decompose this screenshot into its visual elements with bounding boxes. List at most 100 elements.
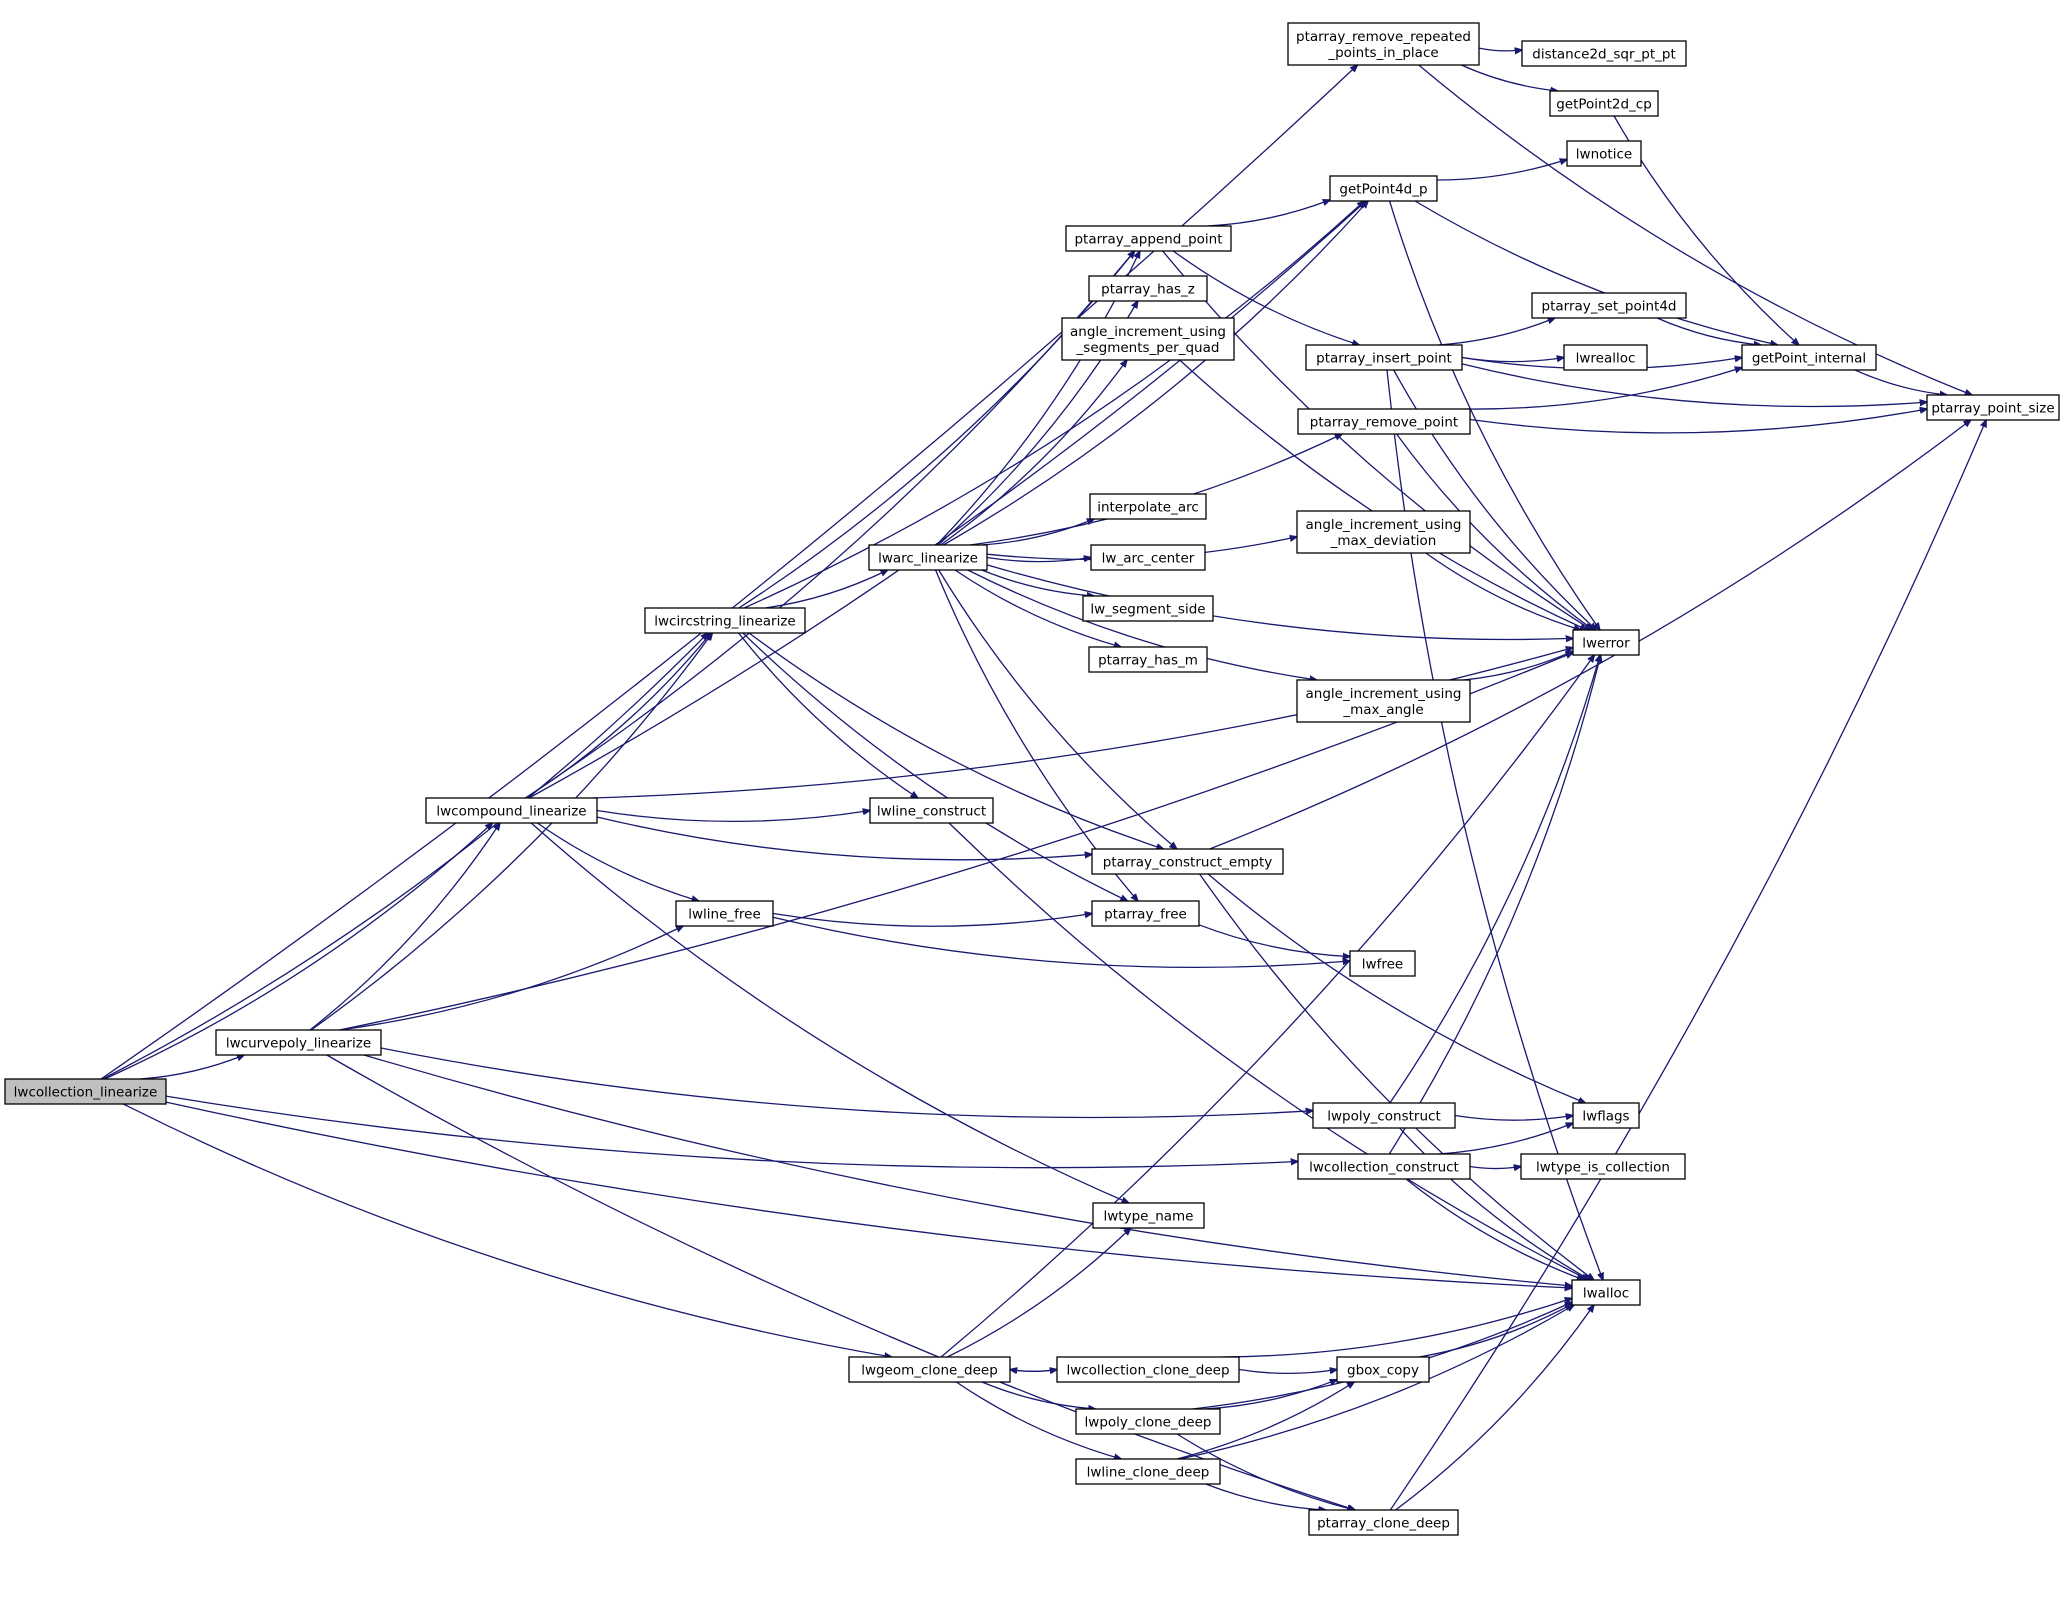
node-label: lwtype_name [1104,1209,1194,1225]
node-box [1741,344,1877,371]
edge-lwarc_linearize-to-getPoint4d_p [943,201,1368,546]
node-lwflags[interactable]: lwflags [1572,1102,1640,1129]
node-angle_increment_using_segments_per_quad[interactable]: angle_increment_using_segments_per_quad [1061,317,1235,361]
node-ptarray_construct_empty[interactable]: ptarray_construct_empty [1091,848,1284,875]
edge-lwarc_linearize-to-lw_segment_side [981,569,1094,596]
edge-ptarray_remove_repeated_points_in_place-to-getPoint2d_cp [1461,64,1557,91]
node-getPoint4d_p[interactable]: getPoint4d_p [1329,175,1438,202]
edge-lwcurvepoly_linearize-to-lwline_free [339,926,683,1031]
edge-lwcollection_construct-to-lwflags [1438,1123,1573,1155]
node-box [644,607,806,634]
edge-lwgeom_clone_deep-to-lwtype_name [947,1228,1130,1358]
node-label: lwfree [1362,957,1403,973]
node-ptarray_free[interactable]: ptarray_free [1091,900,1200,927]
edge-lwcircstring_linearize-to-ptarray_free [742,632,1128,901]
node-box [1336,1356,1430,1383]
node-lwarc_linearize[interactable]: lwarc_linearize [868,544,988,571]
node-lwline_clone_deep[interactable]: lwline_clone_deep [1075,1458,1221,1485]
node-ptarray_append_point[interactable]: ptarray_append_point [1065,225,1232,252]
node-ptarray_insert_point[interactable]: ptarray_insert_point [1305,344,1463,371]
node-lwgeom_clone_deep[interactable]: lwgeom_clone_deep [848,1356,1011,1383]
node-lwcollection_construct[interactable]: lwcollection_construct [1297,1153,1471,1180]
node-label: ptarray_construct_empty [1103,855,1272,871]
node-label: lwcurvepoly_linearize [226,1036,371,1052]
node-lwtype_is_collection[interactable]: lwtype_is_collection [1520,1153,1686,1180]
edge-lwcurvepoly_linearize-to-lwcircstring_linearize [310,633,712,1031]
node-lwrealloc[interactable]: lwrealloc [1563,344,1648,371]
node-label: ptarray_free [1104,907,1187,923]
edge-lwcircstring_linearize-to-ptarray_append_point [738,251,1135,609]
node-label: lwarc_linearize [878,551,978,567]
edge-lwgeom_clone_deep-to-lwerror [940,655,1594,1358]
node-label: _segments_per_quad [1076,340,1220,356]
node-lwalloc[interactable]: lwalloc [1571,1279,1641,1306]
node-getPoint_internal[interactable]: getPoint_internal [1741,344,1877,371]
node-lwfree[interactable]: lwfree [1349,950,1416,977]
node-label: lwgeom_clone_deep [861,1363,998,1379]
node-lwerror[interactable]: lwerror [1572,629,1640,656]
node-label: ptarray_remove_repeated [1296,29,1471,45]
node-lwcircstring_linearize[interactable]: lwcircstring_linearize [644,607,806,634]
node-label: lwerror [1582,636,1630,652]
edge-lwcircstring_linearize-to-lwline_construct [738,632,918,798]
node-ptarray_set_point4d[interactable]: ptarray_set_point4d [1531,292,1687,319]
edge-lwarc_linearize-to-interpolate_arc [981,519,1094,546]
edge-ptarray_free-to-lwfree [1198,924,1350,957]
node-lw_segment_side[interactable]: lw_segment_side [1082,595,1214,622]
node-box [848,1356,1011,1383]
node-ptarray_remove_repeated_points_in_place[interactable]: ptarray_remove_repeated_points_in_place [1287,22,1480,66]
edge-lwgeom_clone_deep-to-lwline_clone_deep [955,1381,1121,1459]
edge-lwarc_linearize-to-ptarray_has_m [954,569,1121,647]
node-ptarray_clone_deep[interactable]: ptarray_clone_deep [1308,1509,1459,1536]
node-box [1092,1202,1205,1229]
node-box [1572,629,1640,656]
edge-lwcollection_linearize-to-lwcompound_linearize [104,823,493,1080]
node-box [4,1078,167,1105]
node-lwnotice[interactable]: lwnotice [1566,140,1642,167]
node-box [1521,40,1687,67]
node-box [869,797,994,824]
edge-ptarray_remove_point-to-lwerror [1396,433,1594,630]
node-gbox_copy[interactable]: gbox_copy [1336,1356,1430,1383]
node-label: lwtype_is_collection [1536,1160,1670,1176]
node-ptarray_point_size[interactable]: ptarray_point_size [1926,394,2060,421]
edges [100,48,1986,1510]
node-ptarray_has_z[interactable]: ptarray_has_z [1088,275,1208,302]
node-distance2d_sqr_pt_pt[interactable]: distance2d_sqr_pt_pt [1521,40,1687,67]
node-box [1056,1356,1240,1383]
edge-lwarc_linearize-to-ptarray_construct_empty [938,569,1177,849]
edge-ptarray_construct_empty-to-ptarray_point_size [1209,420,1971,850]
edge-lwcollection_linearize-to-lwcurvepoly_linearize [139,1055,244,1080]
edge-ptarray_remove_repeated_points_in_place-to-distance2d_sqr_pt_pt [1478,48,1522,51]
edge-lwpoly_construct-to-lwerror [1389,655,1600,1104]
node-lwtype_name[interactable]: lwtype_name [1092,1202,1205,1229]
node-lwline_free[interactable]: lwline_free [675,900,774,927]
node-label: ptarray_set_point4d [1542,299,1677,315]
edge-ptarray_remove_repeated_points_in_place-to-ptarray_point_size [1418,64,1972,395]
node-lwcollection_linearize[interactable]: lwcollection_linearize [4,1078,167,1105]
edge-lwline_clone_deep-to-gbox_copy [1176,1382,1354,1460]
node-box [1349,950,1416,977]
node-angle_increment_using_max_deviation[interactable]: angle_increment_using_max_deviation [1296,510,1471,554]
node-lw_arc_center[interactable]: lw_arc_center [1090,544,1206,571]
node-ptarray_remove_point[interactable]: ptarray_remove_point [1297,408,1471,435]
node-interpolate_arc[interactable]: interpolate_arc [1089,493,1207,520]
node-angle_increment_using_max_angle[interactable]: angle_increment_using_max_angle [1296,679,1471,723]
node-lwpoly_construct[interactable]: lwpoly_construct [1312,1102,1456,1129]
node-lwcollection_clone_deep[interactable]: lwcollection_clone_deep [1056,1356,1240,1383]
node-ptarray_has_m[interactable]: ptarray_has_m [1088,646,1208,673]
node-getPoint2d_cp[interactable]: getPoint2d_cp [1549,90,1659,117]
node-lwpoly_clone_deep[interactable]: lwpoly_clone_deep [1075,1408,1221,1435]
edge-lwpoly_clone_deep-to-gbox_copy [1204,1380,1338,1410]
edge-lwcollection_clone_deep-to-gbox_copy [1238,1370,1337,1374]
edge-lwcollection_clone_deep-to-lwalloc [1222,1298,1572,1358]
node-box [1091,900,1200,927]
node-label: lwcollection_clone_deep [1066,1363,1229,1379]
edge-lwpoly_construct-to-lwflags [1454,1116,1573,1121]
edge-getPoint_internal-to-ptarray_point_size [1854,369,1947,395]
node-lwcurvepoly_linearize[interactable]: lwcurvepoly_linearize [215,1029,382,1056]
node-lwline_construct[interactable]: lwline_construct [869,797,994,824]
edge-lwcompound_linearize-to-lwtype_name [530,822,1129,1203]
edge-lwcompound_linearize-to-lwline_construct [596,811,870,823]
node-lwcompound_linearize[interactable]: lwcompound_linearize [425,797,598,824]
